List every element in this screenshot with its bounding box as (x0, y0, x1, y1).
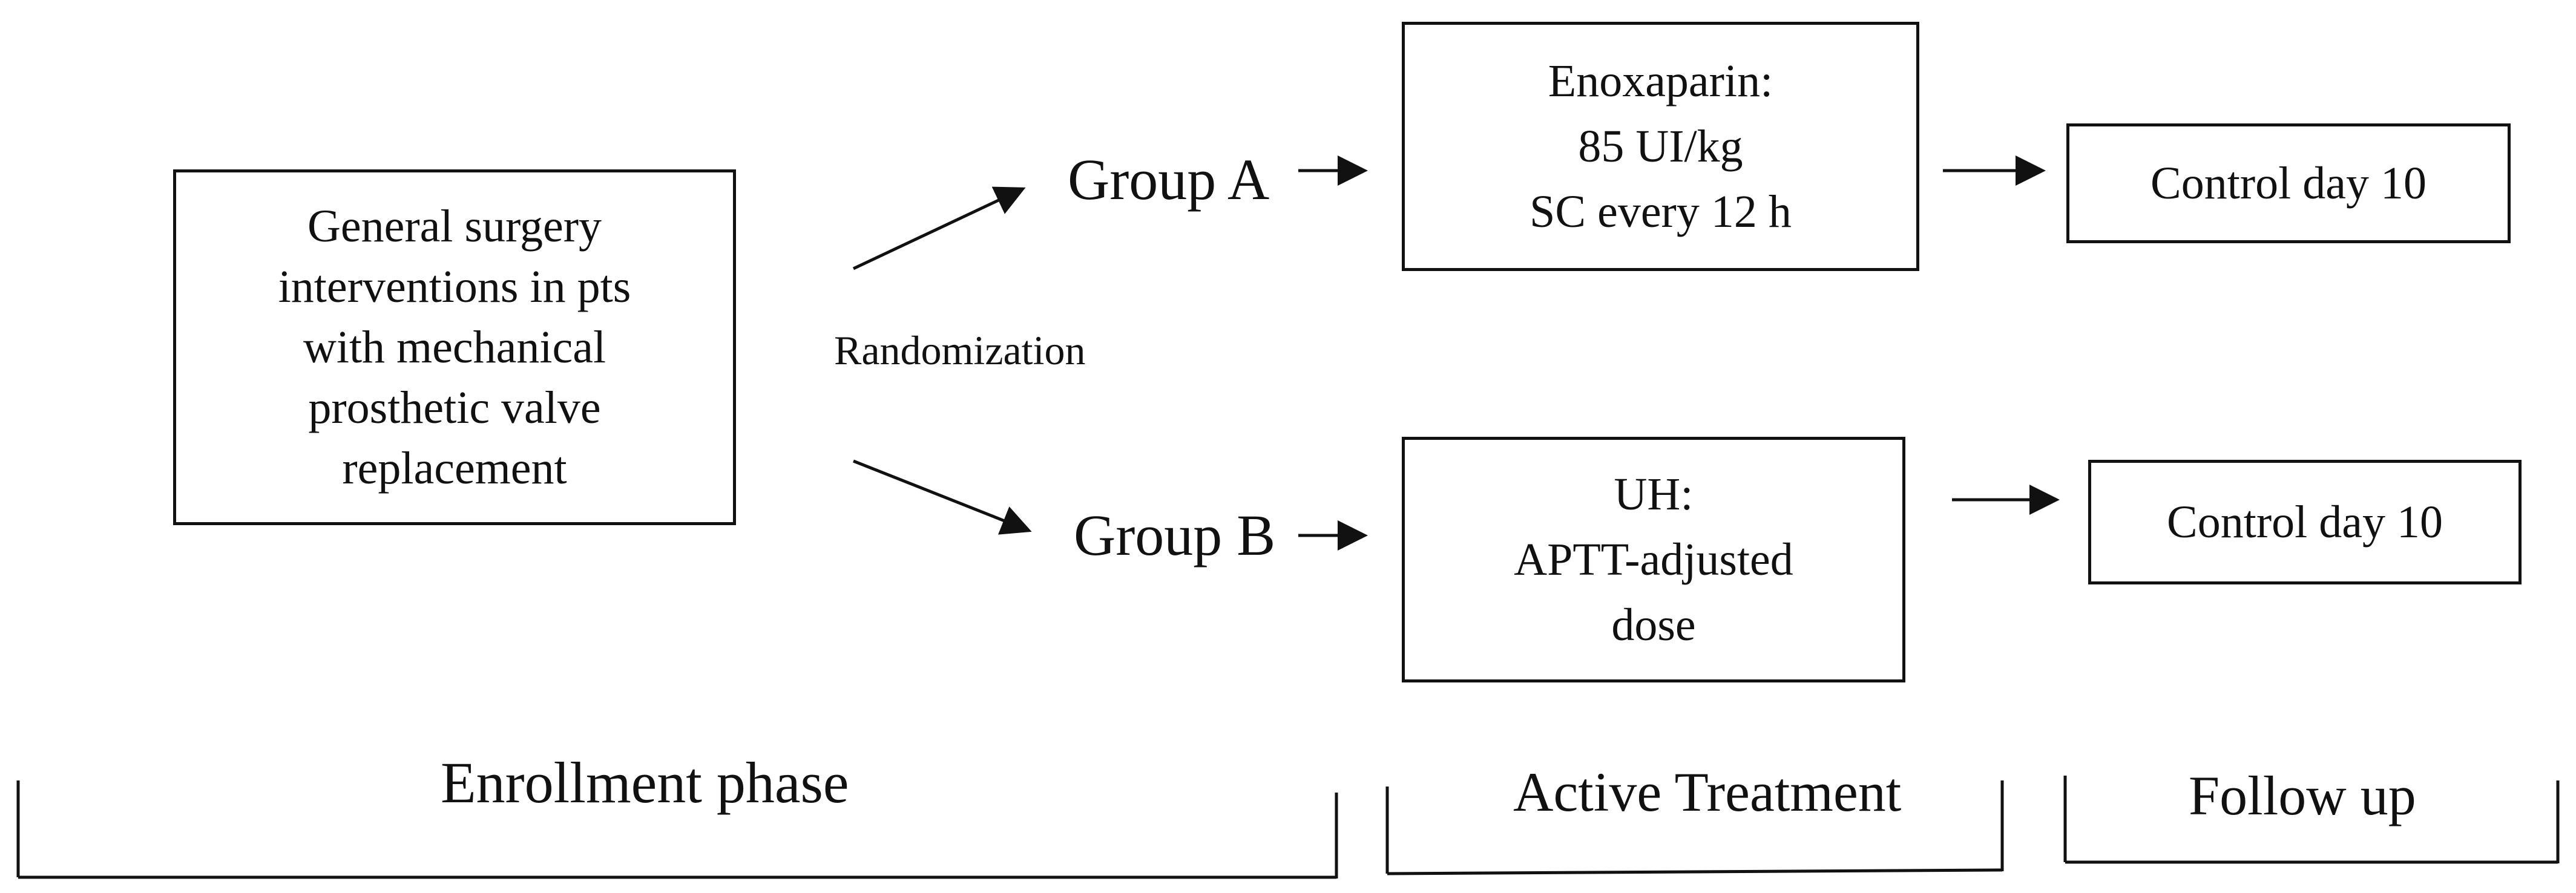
phase-label-follow-up: Follow up (2189, 765, 2416, 826)
followup-box-group-a: Control day 10 (2066, 123, 2511, 243)
group-a-label: Group A (1068, 147, 1270, 212)
arrow-to-group-b (853, 459, 1032, 535)
phase-bracket-enrollment (16, 780, 1338, 879)
group-b-label: Group B (1074, 503, 1276, 568)
treatment-box-uh: UH: APTT-adjusted dose (1402, 437, 1905, 682)
enrollment-box: General surgery interventions in pts wit… (173, 169, 736, 525)
phase-label-active-treatment: Active Treatment (1513, 761, 1902, 823)
randomization-label: Randomization (834, 327, 1086, 373)
treatment-box-enoxaparin: Enoxaparin: 85 UI/kg SC every 12 h (1402, 22, 1919, 271)
phase-bracket-active-treatment (1385, 780, 2004, 875)
arrow-to-group-a (852, 186, 1026, 270)
phase-bracket-follow-up (2063, 776, 2560, 864)
followup-box-group-b: Control day 10 (2088, 460, 2522, 584)
phase-label-enrollment: Enrollment phase (441, 750, 849, 815)
